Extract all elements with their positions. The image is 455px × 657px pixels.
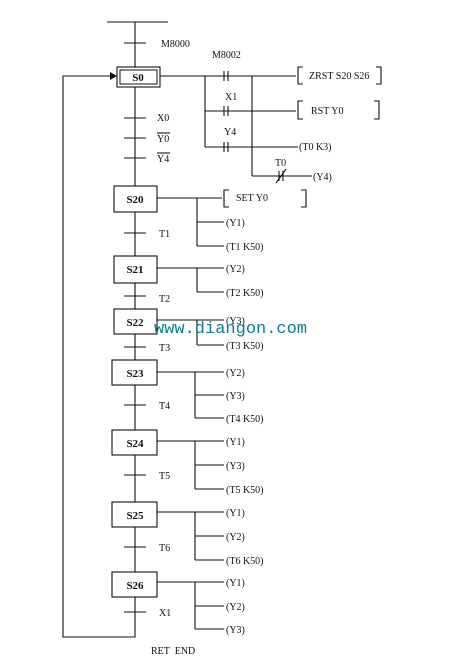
zrst-instruction: ZRST S20 S26	[309, 71, 369, 82]
t2-label: T2	[159, 294, 170, 305]
s24-action-3: (T5 K50)	[226, 485, 264, 496]
t1-label: T1	[159, 229, 170, 240]
step-s25	[111, 501, 158, 528]
s21-action-2: (T2 K50)	[226, 288, 264, 299]
t4-label: T4	[159, 401, 170, 412]
step-s0-label: S0	[132, 72, 144, 84]
t3-label: T3	[159, 343, 170, 354]
t0-contact-label: T0	[275, 158, 286, 169]
x1-transition-label: X1	[159, 608, 171, 619]
s22-action-2: (T3 K50)	[226, 341, 264, 352]
s26-action-1: (Y1)	[226, 578, 245, 589]
step-s21-label: S21	[126, 264, 143, 276]
s24-action-2: (Y3)	[226, 461, 245, 472]
step-s20-label: S20	[126, 194, 144, 206]
s25-action-1: (Y1)	[226, 508, 245, 519]
step-s20	[113, 185, 158, 213]
s20-action-2: (Y1)	[226, 218, 245, 229]
ret-end-label: RET END	[151, 646, 195, 657]
m8002-label: M8002	[212, 50, 241, 61]
s26-action-2: (Y2)	[226, 602, 245, 613]
s23-action-1: (Y2)	[226, 368, 245, 379]
s25-action-2: (Y2)	[226, 532, 245, 543]
s23-action-2: (Y3)	[226, 391, 245, 402]
return-arrow	[110, 72, 117, 80]
s20-action-3: (T1 K50)	[226, 242, 264, 253]
zrst-bracket-right	[376, 66, 382, 85]
s20-action-1: SET Y0	[236, 193, 268, 204]
step-s24-label: S24	[126, 438, 144, 450]
set-bracket-left	[223, 189, 229, 208]
set-bracket-right	[301, 189, 307, 208]
step-s24	[111, 429, 158, 456]
step-s25-label: S25	[126, 510, 144, 522]
y4-coil: (Y4)	[313, 172, 332, 183]
rst-instruction: RST Y0	[311, 106, 344, 117]
y4-contact-label: Y4	[224, 127, 236, 138]
t5-label: T5	[159, 471, 170, 482]
y4-bar-label: Y4	[157, 154, 169, 165]
step-s22-label: S22	[126, 317, 144, 329]
x0-label: X0	[157, 113, 169, 124]
t0-nc-slash	[275, 168, 287, 184]
return-loop-line	[62, 75, 136, 638]
step-s26	[111, 571, 158, 598]
step-s26-label: S26	[126, 580, 144, 592]
t0-coil: (T0 K3)	[299, 142, 332, 153]
s22-action-1: (Y3)	[226, 316, 245, 327]
watermark: www.diangon.com	[154, 320, 307, 339]
s23-action-3: (T4 K50)	[226, 414, 264, 425]
step-s23-label: S23	[126, 368, 144, 380]
m8000-label: M8000	[161, 39, 190, 50]
rst-bracket-left	[297, 100, 303, 120]
x1-contact-label: X1	[225, 92, 237, 103]
zrst-bracket-left	[297, 66, 303, 85]
s21-action-1: (Y2)	[226, 264, 245, 275]
step-s0-outer	[116, 66, 161, 88]
s24-action-1: (Y1)	[226, 437, 245, 448]
y0-bar-label: Y0	[157, 134, 169, 145]
rst-bracket-right	[374, 100, 380, 120]
step-s0-inner	[119, 69, 158, 85]
s25-action-3: (T6 K50)	[226, 556, 264, 567]
t6-label: T6	[159, 543, 170, 554]
s26-action-3: (Y3)	[226, 625, 245, 636]
step-s21	[113, 255, 158, 284]
